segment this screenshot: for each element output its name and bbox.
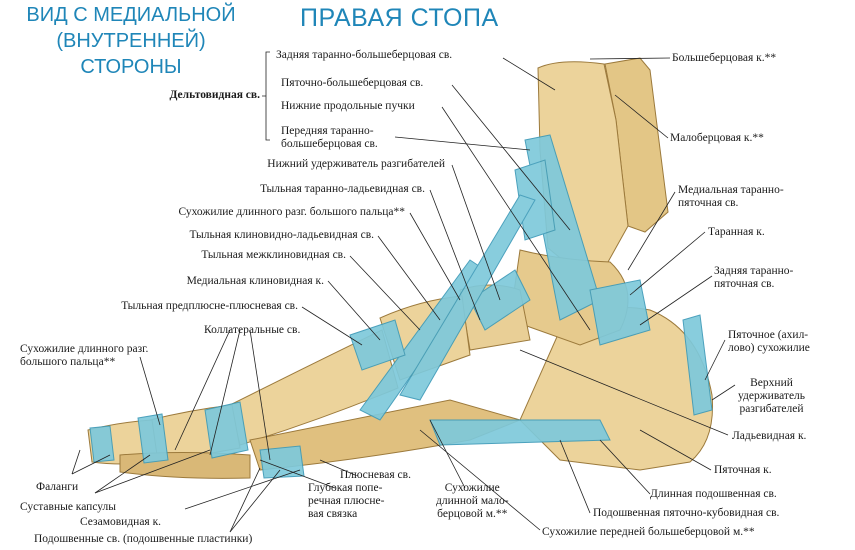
toe-joint-capsule-1: [204, 401, 249, 459]
label-joint-capsules: Суставные капсулы: [20, 501, 116, 513]
ligaments: [89, 134, 713, 479]
label-dorsal-tarsometatarsal: Тыльная предплюсне-плюсневая св.: [121, 300, 298, 312]
label-tibia: Большеберцовая к.**: [672, 52, 777, 64]
label-pl-tendon: Сухожилие длинной мало- берцовой м.**: [436, 482, 509, 520]
label-post-talocalcaneal: Задняя таранно- пяточная св.: [714, 265, 794, 290]
leader-lines: [71, 51, 736, 533]
label-talus: Таранная к.: [708, 226, 765, 238]
label-ehl-tendon-2: Сухожилие длинного разг. большого пальца…: [20, 343, 149, 368]
label-sesamoid: Сезамовидная к.: [80, 516, 162, 528]
medial-talocalcaneal-band: [589, 279, 651, 346]
label-ehl-tendon: Сухожилие длинного разг. большого пальца…: [178, 206, 405, 218]
label-medial-talocalcaneal: Медиальная таранно- пяточная св.: [678, 184, 784, 209]
label-sup-retinaculum: Верхний удерживатель разгибателей: [738, 377, 806, 415]
label-lower-bundles: Нижние продольные пучки: [281, 100, 415, 112]
label-calcaneus: Пяточная к.: [714, 464, 772, 476]
label-tibiocalcaneal: Пяточно-большеберцовая св.: [281, 77, 424, 89]
label-phalanges: Фаланги: [36, 481, 79, 493]
toe-capsule-lesser: [259, 445, 305, 479]
label-collateral: Коллатеральные св.: [204, 324, 301, 336]
label-fibula: Малоберцовая к.**: [670, 132, 764, 144]
achilles-tendon-band: [682, 314, 713, 416]
label-dorsal-intercuneiform: Тыльная межклиновидная св.: [201, 249, 346, 261]
toe-joint-capsule-2: [137, 413, 169, 464]
label-plantar-plates: Подошвенные св. (подошвенные пластинки): [34, 533, 253, 545]
label-deep-transverse: Глубокая попе- речная плюсне- вая связка: [308, 482, 385, 520]
plantar-ligament-band: [429, 419, 611, 446]
label-dorsal-talonavicular: Тыльная таранно-ладьевидная св.: [260, 183, 425, 195]
main-title: ПРАВАЯ СТОПА: [300, 4, 499, 32]
label-metatarsal: Плюсневая св.: [340, 469, 411, 481]
label-ant-tibiotalar: Передняя таранно- большеберцовая св.: [281, 125, 378, 150]
label-medial-cuneiform: Медиальная клиновидная к.: [186, 275, 324, 287]
label-dorsal-cuneonavicular: Тыльная клиновидно-ладьевидная св.: [189, 229, 374, 241]
label-long-plantar: Длинная подошвенная св.: [650, 488, 777, 500]
toe-joint-capsule-3: [89, 425, 115, 463]
view-title: ВИД С МЕДИАЛЬНОЙ (ВНУТРЕННЕЙ) СТОРОНЫ: [26, 4, 236, 78]
label-navicular: Ладьевидная к.: [732, 430, 807, 442]
tibialis-anterior-band: [399, 194, 536, 401]
label-tibialis-anterior: Сухожилие передней большеберцовой м.**: [542, 526, 755, 538]
label-post-tibiotalar: Задняя таранно-большеберцовая св.: [276, 49, 453, 61]
dorsal-tarsometatarsal-band: [349, 319, 406, 371]
lesser-toes: [119, 452, 251, 479]
label-plantar-calcaneocuboid: Подошвенная пяточно-кубовидная св.: [593, 507, 780, 519]
label-inf-extensor-retinaculum: Нижний удерживатель разгибателей: [267, 158, 445, 170]
label-deltoid: Дельтовидная св.: [169, 89, 260, 101]
label-achilles: Пяточное (ахил- лово) сухожилие: [728, 329, 810, 354]
